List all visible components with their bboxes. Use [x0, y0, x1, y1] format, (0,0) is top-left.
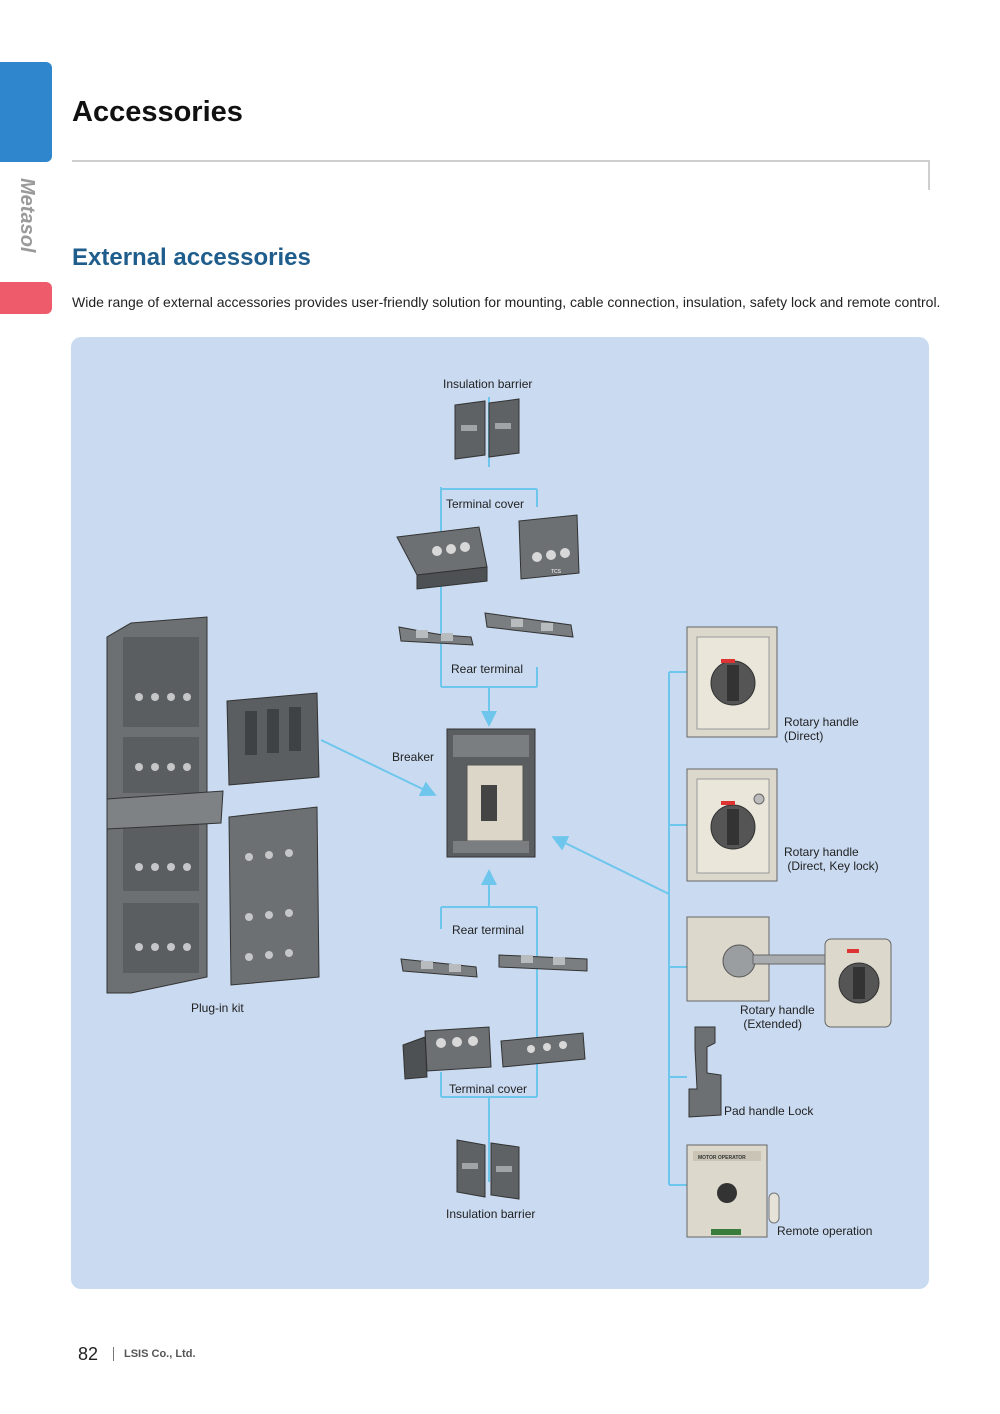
label-pad-handle-lock: Pad handle Lock — [724, 1104, 814, 1118]
label-plug-in-kit: Plug-in kit — [191, 1001, 244, 1015]
breaker-image — [446, 728, 536, 858]
pad-handle-lock-image — [688, 1026, 722, 1118]
accessories-diagram: TCS — [71, 337, 929, 1289]
label-terminal-cover-bottom: Terminal cover — [449, 1082, 528, 1096]
label-rear-terminal-bottom: Rear terminal — [452, 923, 525, 937]
label-terminal-cover-top: Terminal cover — [446, 497, 525, 511]
side-tab-text: Metasol — [16, 178, 38, 253]
label-remote-operation: Remote operation — [777, 1224, 873, 1238]
rear-terminal-bottom-image — [400, 954, 588, 978]
terminal-cover-bottom-image — [402, 1026, 586, 1080]
section-intro: Wide range of external accessories provi… — [72, 294, 941, 310]
title-divider — [72, 160, 928, 162]
label-rotary-handle-extended: Rotary handle (Extended) — [740, 1003, 815, 1031]
side-tab-pink — [0, 282, 52, 314]
terminal-cover-top-image: TCS — [396, 514, 580, 590]
section-title: External accessories — [72, 244, 311, 271]
side-tab-blue — [0, 62, 52, 162]
rear-terminal-top-image — [398, 612, 574, 646]
footer-company: LSIS Co., Ltd. — [124, 1348, 196, 1360]
insulation-barrier-bottom-image — [456, 1139, 520, 1200]
side-tab-label: Metasol — [8, 178, 44, 268]
page-number: 82 — [78, 1344, 99, 1364]
terminal-cover-marking: TCS — [551, 569, 562, 575]
remote-operation-image: MOTOR OPERATOR — [686, 1144, 780, 1238]
footer-divider — [113, 1347, 114, 1361]
label-breaker: Breaker — [392, 750, 435, 764]
diagram-graphics: TCS — [106, 397, 892, 1238]
plug-in-kit-image — [106, 616, 320, 994]
connector-lines — [320, 397, 687, 1186]
rotary-handle-key-lock-image — [686, 768, 778, 882]
motor-operator-marking: MOTOR OPERATOR — [698, 1155, 746, 1161]
title-divider-end — [928, 160, 930, 190]
rotary-handle-direct-image — [686, 626, 778, 738]
rotary-handle-extended-image — [686, 916, 892, 1028]
page-title: Accessories — [72, 96, 243, 128]
insulation-barrier-top-image — [454, 398, 520, 460]
label-rotary-handle-direct: Rotary handle (Direct) — [784, 715, 859, 743]
label-insulation-barrier-top: Insulation barrier — [443, 377, 533, 391]
label-insulation-barrier-bottom: Insulation barrier — [446, 1207, 536, 1221]
label-rear-terminal-top: Rear terminal — [451, 662, 524, 676]
label-rotary-handle-key-lock: Rotary handle (Direct, Key lock) — [784, 845, 879, 873]
